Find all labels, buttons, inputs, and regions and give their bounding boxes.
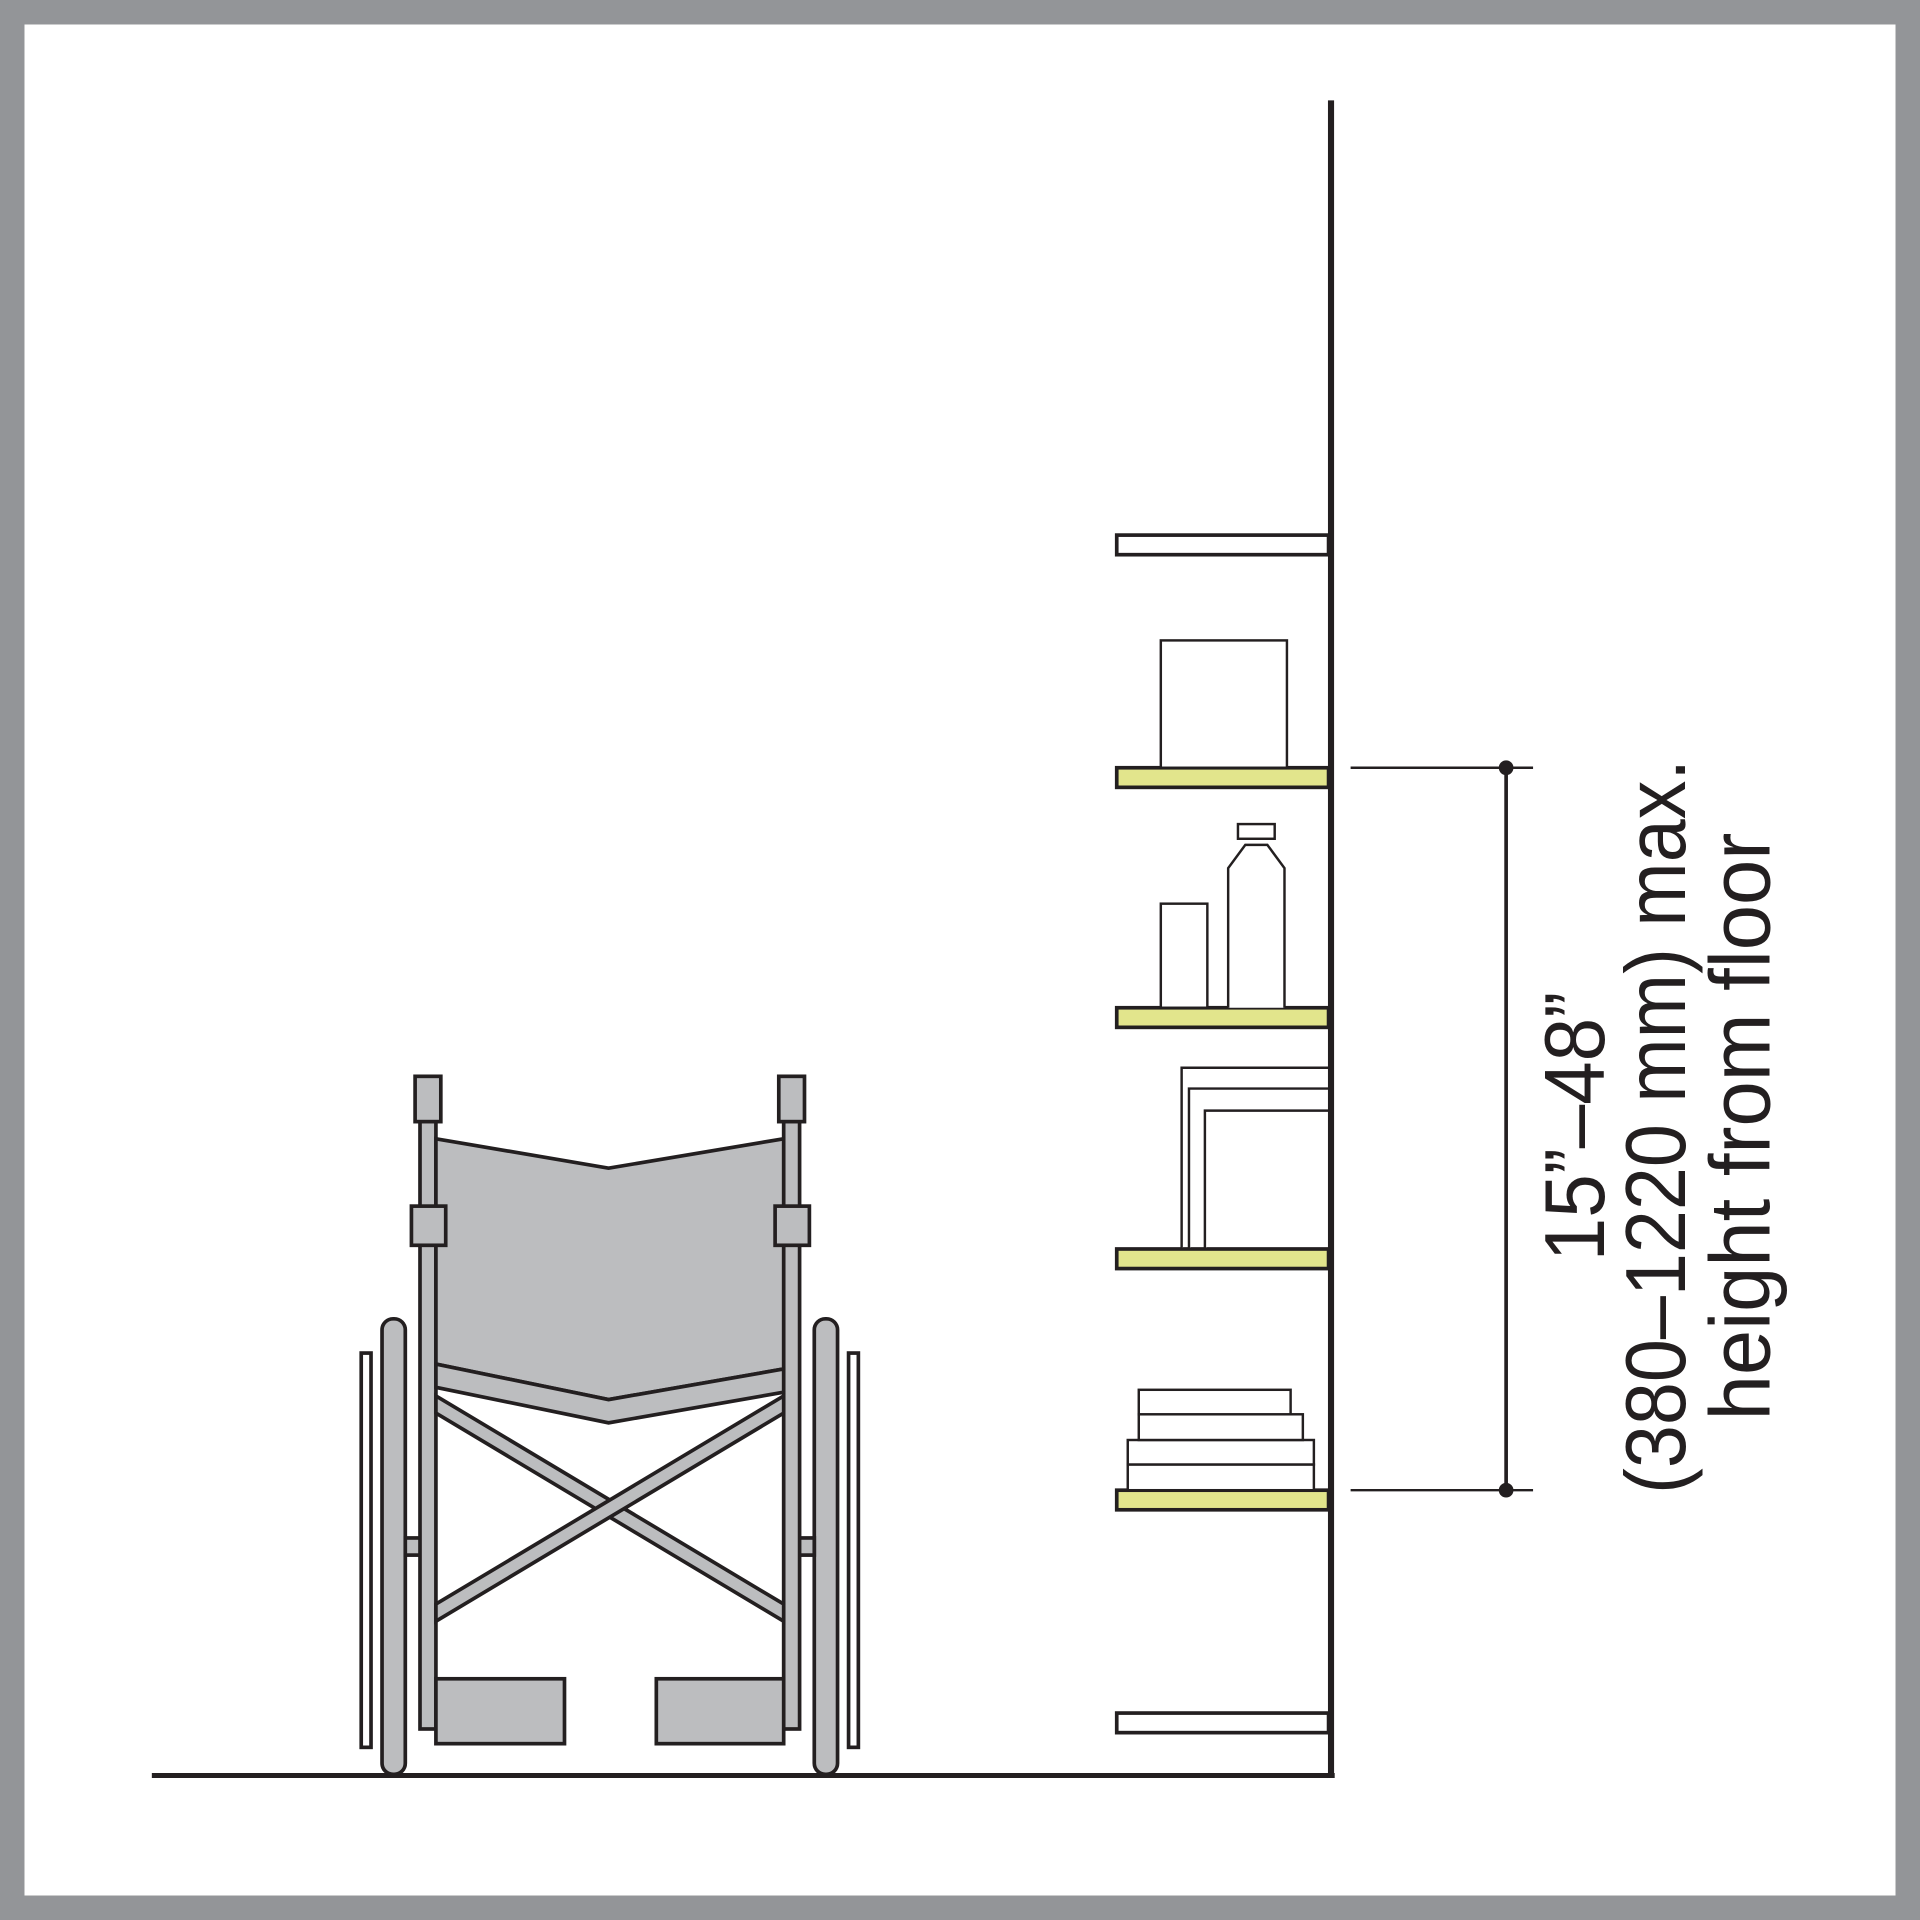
dimension-range-label: 15”–48” (1527, 992, 1623, 1261)
dimension-metric-label: (380–1220 mm) max. (1608, 759, 1704, 1494)
carton-icon (1159, 902, 1209, 1009)
dimension-caption: height from floor (1692, 833, 1788, 1421)
wheel-right (812, 1316, 840, 1777)
footrest-right (654, 1676, 786, 1746)
book-icon (1126, 1438, 1316, 1466)
wheel-left (380, 1316, 408, 1777)
wheelchair-icon (359, 1074, 861, 1777)
cross-brace (434, 1392, 786, 1625)
wheel-right-back (846, 1351, 861, 1750)
bottle-cap-icon (1236, 822, 1276, 840)
binders-icon (1180, 1066, 1329, 1249)
handle-left (413, 1074, 443, 1124)
shelf-top (1114, 533, 1331, 557)
book-icon (1137, 1388, 1292, 1416)
bottle-icon (1226, 843, 1286, 1008)
shelf-items (1126, 639, 1329, 1492)
shelf-reach-4 (1114, 1488, 1331, 1512)
shelving (1114, 533, 1331, 1735)
shelf-bottom (1114, 1711, 1331, 1735)
book-icon (1137, 1413, 1305, 1442)
shelf-reach-2 (1114, 1005, 1331, 1030)
handle-right (776, 1074, 807, 1124)
wheel-left-back (359, 1351, 373, 1750)
box-icon (1159, 639, 1289, 769)
seat-back (434, 1136, 786, 1402)
book-icon (1126, 1463, 1316, 1492)
seat (434, 1361, 786, 1425)
shelf-reach-3 (1114, 1247, 1331, 1271)
dimension-line (1350, 760, 1534, 1498)
armrest-bracket-right (773, 1204, 812, 1248)
shelf-reach-1 (1114, 765, 1331, 790)
armrest-bracket-left (409, 1204, 448, 1248)
footrest-left (434, 1676, 567, 1746)
